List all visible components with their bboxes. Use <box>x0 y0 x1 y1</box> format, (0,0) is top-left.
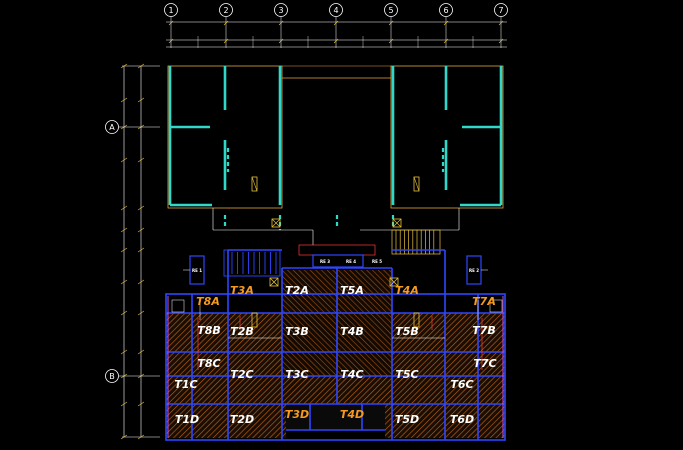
svg-text:RE 1: RE 1 <box>192 268 202 273</box>
room-label-t3b: T3B <box>285 325 309 338</box>
room-label-t5c: T5C <box>395 368 418 381</box>
room-label-t7a: T7A <box>472 295 496 308</box>
axis-bubble-4: 4 <box>329 3 343 17</box>
room-label-t1d: T1D <box>175 413 199 426</box>
room-label-t7c: T7C <box>473 357 496 370</box>
room-label-t4d: T4D <box>340 408 364 421</box>
axis-label: 6 <box>443 6 448 15</box>
room-label-t8a: T8A <box>196 295 220 308</box>
room-label-t1c: T1C <box>174 378 197 391</box>
axis-label: A <box>109 123 115 132</box>
stair-left <box>223 249 281 277</box>
left-dimension-lines <box>122 65 160 438</box>
axis-bubble-B: B <box>105 369 119 383</box>
room-label-t2d: T2D <box>230 413 254 426</box>
svg-text:RE 2: RE 2 <box>469 268 479 273</box>
svg-text:RE 3: RE 3 <box>320 259 330 264</box>
room-label-t3a: T3A <box>230 284 254 297</box>
column-axis-bubbles: 1 2 3 4 5 6 7 <box>164 3 508 17</box>
room-label-t3d: T3D <box>285 408 309 421</box>
room-label-t2b: T2B <box>230 325 254 338</box>
room-label-t7b: T7B <box>472 324 496 337</box>
axis-label: 4 <box>333 6 338 15</box>
room-label-t4a: T4A <box>395 284 419 297</box>
lower-building-block: RE 1 RE 2 RE 3 RE 4 RE 5 <box>165 244 506 441</box>
upper-building-block <box>167 65 504 245</box>
top-axis-grid <box>166 17 507 48</box>
room-label-t8c: T8C <box>197 357 220 370</box>
axis-bubble-1: 1 <box>164 3 178 17</box>
axis-label: 3 <box>278 6 283 15</box>
room-label-t5d: T5D <box>395 413 419 426</box>
axis-bubble-5: 5 <box>384 3 398 17</box>
axis-bubble-6: 6 <box>439 3 453 17</box>
axis-label: 1 <box>168 6 173 15</box>
room-label-t6d: T6D <box>450 413 474 426</box>
axis-bubble-2: 2 <box>219 3 233 17</box>
room-label-t4b: T4B <box>340 325 364 338</box>
axis-bubble-A: A <box>105 120 119 134</box>
axis-bubble-3: 3 <box>274 3 288 17</box>
room-label-t2a: T2A <box>285 284 309 297</box>
axis-label: 5 <box>388 6 393 15</box>
svg-text:RE 5: RE 5 <box>372 259 382 264</box>
axis-label: B <box>109 372 115 381</box>
left-dimension-ticks <box>120 63 145 440</box>
room-label-t4c: T4C <box>340 368 363 381</box>
axis-label: 7 <box>498 6 503 15</box>
room-label-t6c: T6C <box>450 378 473 391</box>
room-label-t2c: T2C <box>230 368 253 381</box>
room-label-t3c: T3C <box>285 368 308 381</box>
room-label-t5b: T5B <box>395 325 419 338</box>
room-label-t5a: T5A <box>340 284 364 297</box>
svg-text:RE 4: RE 4 <box>346 259 356 264</box>
axis-label: 2 <box>223 6 228 15</box>
row-axis-bubbles: AB <box>105 120 160 383</box>
axis-bubble-7: 7 <box>494 3 508 17</box>
room-label-t8b: T8B <box>197 324 221 337</box>
